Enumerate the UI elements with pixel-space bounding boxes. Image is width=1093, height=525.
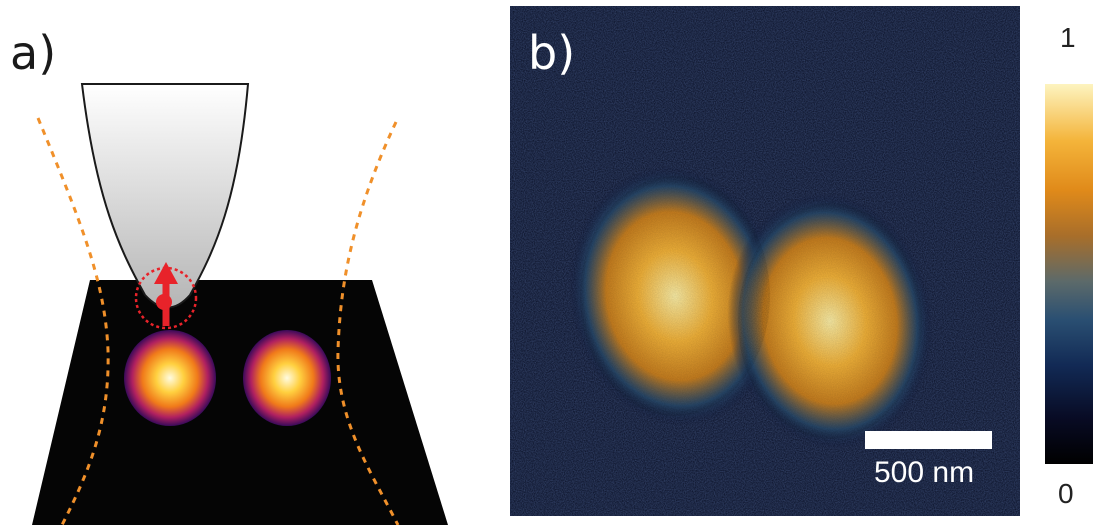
colorbar-max-label: 1: [1060, 22, 1076, 53]
scale-bar-label: 500 nm: [874, 456, 975, 489]
panel-b-label: b): [528, 26, 576, 80]
scale-bar: [865, 431, 992, 449]
lobe-grain-left: [580, 176, 770, 416]
sample-surface: [32, 280, 448, 525]
dipole-dot: [156, 294, 172, 310]
colorbar: [1045, 84, 1093, 464]
field-line-right: [336, 121, 400, 525]
panel-a-label: a): [10, 26, 57, 80]
emission-lobe-left: [124, 330, 216, 426]
colorbar-min-label: 0: [1058, 478, 1074, 509]
probe-tip: [80, 83, 250, 309]
emission-lobe-right: [243, 330, 331, 426]
panel-a-schematic: [32, 83, 448, 525]
dipole-circle: [134, 266, 198, 330]
panel-b-image: [510, 6, 1020, 516]
dipole-arrow-head: [154, 262, 178, 284]
lobe-grain-right: [738, 203, 922, 439]
field-line-left: [36, 117, 110, 525]
